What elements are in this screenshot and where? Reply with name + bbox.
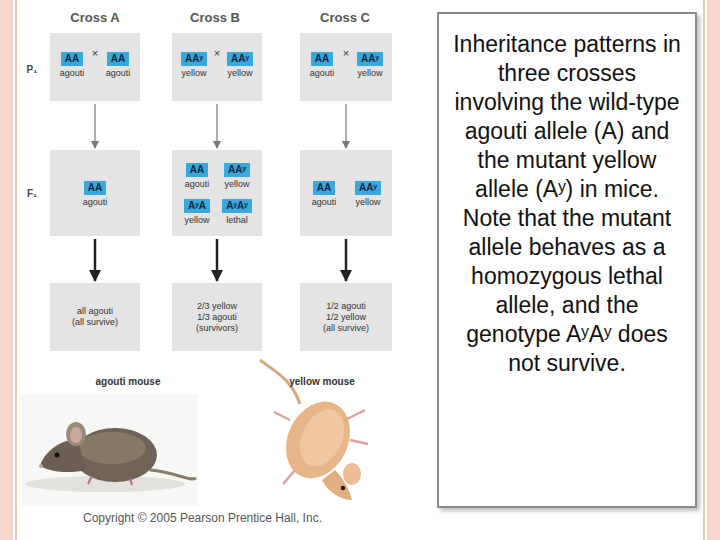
- result-text: 1/2 yellow: [326, 312, 366, 323]
- cross-box: AAʸ yellow AAʸ yellow: [172, 33, 262, 101]
- nose: [39, 464, 43, 468]
- cross-box: AA agouti: [50, 150, 140, 236]
- caption-box: Inheritance patterns in three crosses in…: [437, 12, 697, 508]
- cross-box: AA agouti AAʸ yellow: [300, 150, 392, 236]
- phenotype-text: yellow: [222, 68, 258, 78]
- genotype-text: AAʸ: [181, 52, 207, 66]
- photo-ground: [20, 394, 198, 506]
- body-light: [78, 432, 146, 464]
- down-arrow: [94, 239, 97, 281]
- cross-symbol: ×: [214, 47, 220, 59]
- result-box: 1/2 agouti1/2 yellow(all survive): [300, 283, 392, 351]
- body-light: [291, 402, 353, 473]
- column-header: Cross C: [320, 10, 370, 25]
- genotype-label: AA agouti: [54, 48, 90, 78]
- row-label: F₁: [27, 188, 37, 199]
- row-label: P₁: [27, 64, 38, 75]
- genotype-text: AA: [186, 163, 208, 177]
- genotype-label: AAʸ yellow: [350, 177, 386, 207]
- phenotype-text: yellow: [176, 68, 212, 78]
- eye: [55, 453, 60, 458]
- cross-box: AA agouti AAʸ yellow: [300, 33, 392, 101]
- legs: [274, 410, 368, 484]
- copyright: Copyright © 2005 Pearson Prentice Hall, …: [83, 511, 322, 525]
- phenotype-text: agouti: [306, 197, 342, 207]
- phenotype-text: yellow: [219, 179, 255, 189]
- yellow-mouse-photo: [240, 360, 418, 506]
- result-text: 1/2 agouti: [326, 301, 366, 312]
- phenotype-text: agouti: [77, 197, 113, 207]
- phenotype-text: yellow: [179, 215, 215, 225]
- caption-text: Inheritance patterns in three crosses in…: [453, 30, 681, 378]
- genotype-label: AA agouti: [77, 177, 113, 207]
- column-header: Cross A: [70, 10, 119, 25]
- result-text: 2/3 yellow: [197, 301, 237, 312]
- genotype-text: AʸA: [184, 199, 210, 213]
- down-arrow: [345, 239, 348, 281]
- phenotype-text: lethal: [219, 215, 255, 225]
- tail: [150, 470, 196, 479]
- side-band: [707, 0, 720, 540]
- genotype-text: AA: [107, 52, 129, 66]
- genotype-label: AʸAʸ lethal: [219, 195, 255, 225]
- result-text: (all survive): [323, 323, 369, 334]
- cross-box: AAagoutiAAʸyellowAʸAyellowAʸAʸlethal: [172, 150, 262, 236]
- ear-inner: [70, 427, 82, 443]
- result-box: 2/3 yellow1/3 agouti(survivors): [172, 283, 262, 351]
- phenotype-text: yellow: [352, 68, 388, 78]
- agouti-mouse-photo: [20, 394, 198, 506]
- genotype-text: AA: [311, 52, 333, 66]
- genotype-label: AA agouti: [179, 159, 215, 189]
- genotype-label: AA agouti: [306, 177, 342, 207]
- down-arrow: [216, 104, 217, 148]
- down-arrow: [345, 104, 346, 148]
- genotype-text: AA: [61, 52, 83, 66]
- result-text: (all survive): [72, 317, 118, 328]
- result-box: all agouti(all survive): [50, 283, 140, 351]
- body: [274, 391, 362, 489]
- photo-label: agouti mouse: [95, 376, 160, 387]
- feet: [88, 476, 132, 485]
- genotype-label: AAʸ yellow: [176, 48, 212, 78]
- genotype-label: AA agouti: [304, 48, 340, 78]
- photo-label: yellow mouse: [289, 376, 355, 387]
- result-text: 1/3 agouti: [197, 312, 237, 323]
- genotype-text: AAʸ: [357, 52, 383, 66]
- genotype-text: AʸAʸ: [222, 199, 252, 213]
- phenotype-text: agouti: [100, 68, 136, 78]
- genotype-label: AAʸ yellow: [352, 48, 388, 78]
- column-header: Cross B: [190, 10, 240, 25]
- genotype-text: AAʸ: [224, 163, 250, 177]
- down-arrow: [94, 104, 95, 148]
- genotype-text: AAʸ: [355, 181, 381, 195]
- genotype-label: AAʸ yellow: [222, 48, 258, 78]
- phenotype-text: agouti: [304, 68, 340, 78]
- result-text: all agouti: [77, 306, 113, 317]
- eye: [341, 486, 346, 491]
- result-text: (survivors): [196, 323, 238, 334]
- genotype-label: AA agouti: [100, 48, 136, 78]
- cross-symbol: ×: [343, 47, 349, 59]
- ear: [66, 422, 86, 446]
- genotype-text: AA: [84, 181, 106, 195]
- side-line: [703, 0, 705, 540]
- phenotype-text: yellow: [350, 197, 386, 207]
- genotype-text: AA: [313, 181, 335, 195]
- cross-box: AA agouti AA agouti: [50, 33, 140, 101]
- cross-symbol: ×: [92, 47, 98, 59]
- phenotype-text: agouti: [54, 68, 90, 78]
- genotype-text: AAʸ: [227, 52, 253, 66]
- ear: [343, 463, 361, 485]
- side-line: [15, 0, 17, 540]
- phenotype-text: agouti: [179, 179, 215, 189]
- side-band: [0, 0, 13, 540]
- down-arrow: [216, 239, 219, 281]
- genotype-label: AAʸ yellow: [219, 159, 255, 189]
- genotype-label: AʸA yellow: [179, 195, 215, 225]
- photo-ground: [240, 394, 418, 506]
